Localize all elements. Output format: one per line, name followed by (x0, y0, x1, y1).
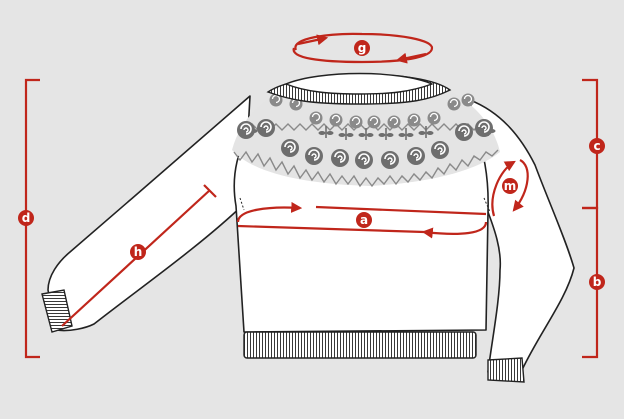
measurement-m (491, 159, 529, 217)
svg-text:b: b (593, 275, 602, 289)
svg-text:m: m (504, 179, 517, 193)
neck-opening (284, 72, 434, 95)
measurement-g (292, 32, 434, 64)
label-b: b (589, 274, 605, 290)
right-cuff (487, 357, 525, 383)
sweater-illustration (41, 72, 575, 383)
svg-text:g: g (358, 41, 367, 55)
label-c: c (589, 138, 605, 154)
measurement-a (236, 201, 488, 239)
label-g: g (354, 40, 370, 56)
hem-ribbing (243, 331, 477, 359)
svg-text:d: d (22, 211, 31, 225)
svg-text:a: a (360, 213, 368, 227)
left-cuff (41, 289, 73, 333)
label-a: a (356, 212, 372, 228)
yoke-zigzag-lower (233, 149, 499, 188)
svg-text:h: h (134, 245, 143, 259)
label-h: h (130, 244, 146, 260)
label-d: d (18, 210, 34, 226)
label-m: m (502, 178, 518, 194)
yoke-zigzag-upper (239, 123, 487, 131)
svg-text:c: c (593, 139, 600, 153)
left-sleeve (47, 95, 251, 332)
measurement-labels: g d c b a h m (18, 40, 605, 290)
right-sleeve (469, 99, 575, 373)
